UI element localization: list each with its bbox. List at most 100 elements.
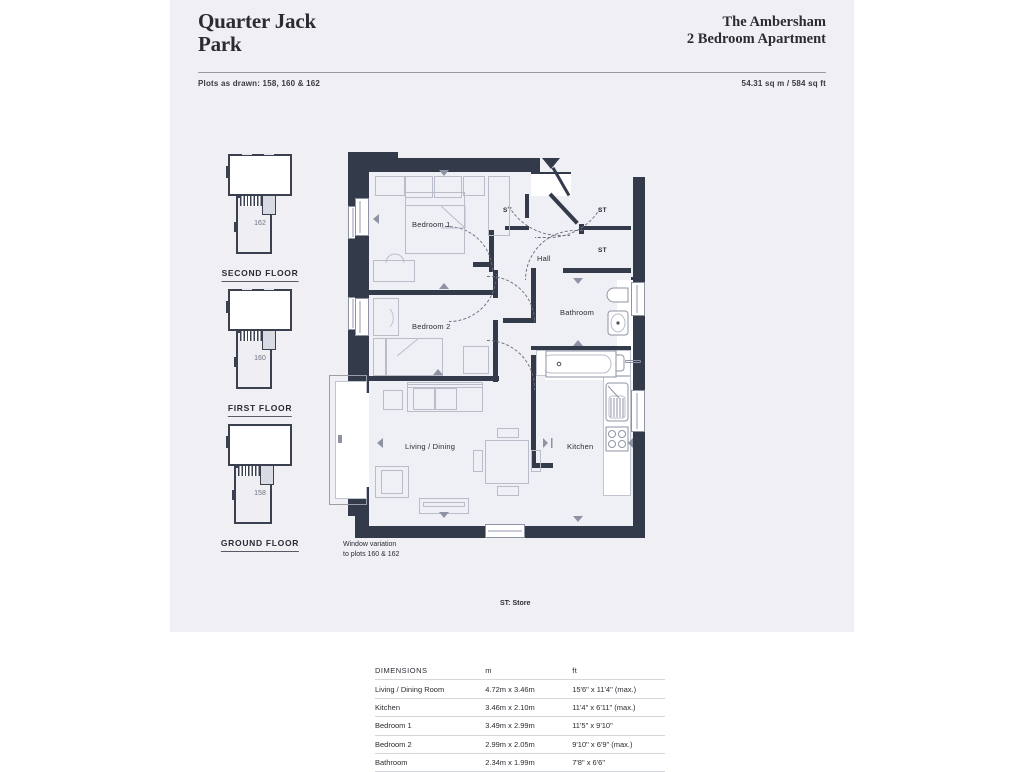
bedroom2-bed-pillow — [373, 338, 387, 376]
table-row: Bedroom 2 2.99m x 2.05m 9'10" x 6'9" (ma… — [375, 735, 665, 754]
thumb-core-fill — [262, 330, 276, 350]
living-armchair-seat — [381, 470, 403, 494]
room-fill-living — [369, 378, 551, 526]
variation-window-1-bar — [352, 208, 354, 237]
window-variation-note: Window variation to plots 160 & 162 — [343, 540, 433, 560]
thumb-core-fill — [260, 465, 274, 485]
living-sofa — [407, 384, 483, 412]
dimension-tick-bathroom-bottom — [573, 340, 583, 346]
dimensions-room: Living / Dining Room — [375, 679, 486, 699]
dimension-tick-bathroom-top — [573, 278, 583, 284]
dimension-tick-living-right — [543, 438, 553, 448]
living-door-swing — [487, 340, 535, 390]
house-type-subtitle: 2 Bedroom Apartment — [686, 31, 826, 47]
bathroom-basin-icon — [607, 310, 629, 336]
thumb-upper-block — [228, 154, 292, 196]
dimensions-room: Bedroom 1 — [375, 716, 486, 736]
window-bedroom2-left — [355, 298, 369, 336]
window-living-bottom-bar — [488, 530, 522, 532]
window-bathroom-right — [631, 282, 645, 316]
living-tv — [423, 502, 465, 507]
table-row: Living / Dining Room 4.72m x 3.46m 15'6"… — [375, 679, 665, 699]
dimensions-imperial: 11'4" x 6'11" (max.) — [572, 698, 665, 718]
bathroom-toilet-icon — [606, 287, 629, 303]
development-title-line2: Park — [198, 32, 242, 56]
kitchen-hob-icon — [605, 426, 629, 452]
table-row: Bedroom 1 3.49m x 2.99m 11'5" x 9'10" — [375, 716, 665, 736]
bedroom2-wardrobe — [373, 298, 399, 336]
room-fill-bedroom2 — [369, 295, 509, 380]
thumb-wall-seg — [234, 357, 237, 367]
development-title-line1: Quarter Jack — [198, 9, 316, 33]
dimension-tick-living-left — [377, 438, 383, 448]
floor-thumb-second-art: 162 — [212, 152, 308, 262]
house-type-title: The Ambersham 2 Bedroom Apartment — [687, 14, 826, 48]
living-sofa-back — [407, 382, 483, 388]
dimensions-room: Bathroom — [375, 753, 486, 772]
table-row: Bathroom 2.34m x 1.99m 7'8" x 6'6" — [375, 753, 665, 772]
store-3-door-jamb — [579, 224, 584, 234]
living-sofa-cushion-a — [413, 388, 435, 410]
outer-wall-right — [631, 177, 645, 538]
living-armchair — [375, 466, 409, 498]
room-label-living-dining: Living / Dining — [405, 442, 456, 451]
dining-chair-right — [531, 450, 541, 472]
thumb-stair — [238, 466, 260, 476]
living-bay-projection — [329, 375, 371, 505]
thumb-wall-seg — [226, 301, 229, 313]
bedroom2-bedside-table — [463, 346, 489, 374]
bedroom2-bed — [385, 338, 443, 376]
partition-hall-bath — [531, 268, 536, 322]
area-note: 54.31 sq m / 584 sq ft — [741, 79, 826, 88]
window-bedroom2-bar — [359, 301, 361, 333]
kitchen-worktop-right-edge — [603, 376, 631, 496]
bedroom2-wardrobe-swing — [389, 308, 394, 328]
dimensions-room: Kitchen — [375, 698, 486, 718]
bathroom-door-swing — [487, 276, 535, 322]
dimension-tick-kitchen-right — [628, 438, 633, 448]
room-label-bedroom2: Bedroom 2 — [412, 322, 451, 331]
dining-chair-top — [497, 428, 519, 438]
floor-thumb-first[interactable]: 160 FIRST FLOOR — [200, 287, 320, 417]
plots-note: Plots as drawn: 158, 160 & 162 — [198, 79, 321, 88]
floor-thumb-first-caption: FIRST FLOOR — [227, 403, 293, 417]
house-type-name: The Ambersham — [722, 14, 826, 30]
room-label-hall: Hall — [537, 254, 551, 263]
thumb-wall-seg — [242, 153, 252, 155]
store-1-label: ST — [503, 207, 512, 214]
bedroom1-wardrobe-c — [434, 176, 462, 198]
partition-bed2-living — [369, 376, 499, 381]
bedroom1-wardrobe-d — [463, 176, 485, 196]
dimension-tick-bedroom1-left — [373, 214, 379, 224]
floor-thumb-second[interactable]: 162 SECOND FLOOR — [200, 152, 320, 282]
floorplan-sheet: Quarter Jack Park The Ambersham 2 Bedroo… — [170, 0, 854, 632]
header-divider — [198, 72, 826, 73]
table-row: Kitchen 3.46m x 2.10m 11'4" x 6'11" (max… — [375, 698, 665, 718]
store-1-wall-bottom — [505, 226, 529, 230]
dimension-tick-kitchen-bottom — [573, 516, 583, 522]
bedroom1-bed-fold — [441, 206, 466, 229]
room-label-bathroom: Bathroom — [560, 308, 595, 317]
dimensions-table: DIMENSIONS m ft Living / Dining Room 4.7… — [375, 662, 665, 772]
dimensions-room: Bedroom 2 — [375, 735, 486, 754]
thumb-wall-seg — [226, 166, 229, 178]
floor-thumb-first-art: 160 — [212, 287, 308, 397]
bedroom2-bed-fold — [397, 338, 420, 357]
partition-kitchen-left — [531, 388, 536, 466]
dimensions-imperial: 15'6" x 11'4" (max.) — [572, 679, 665, 699]
development-title: Quarter Jack Park — [198, 10, 316, 56]
room-label-kitchen: Kitchen — [567, 442, 594, 451]
living-side-table — [383, 390, 403, 410]
window-variation-note-line1: Window variation — [343, 541, 397, 548]
thumb-wall-seg — [264, 153, 274, 155]
variation-window-2-bar — [352, 299, 354, 328]
dining-chair-left — [473, 450, 483, 472]
floor-thumb-second-caption: SECOND FLOOR — [221, 268, 299, 282]
partition-bath-bottom — [531, 346, 631, 350]
dimensions-metric: 3.46m x 2.10m — [485, 698, 573, 718]
store-2-label: ST — [598, 207, 607, 214]
living-sofa-cushion-b — [435, 388, 457, 410]
dimensions-metric: 3.49m x 2.99m — [485, 716, 573, 736]
floor-thumb-ground[interactable]: 158 GROUND FLOOR — [200, 422, 320, 552]
dimension-tick-living-bottom — [439, 512, 449, 518]
